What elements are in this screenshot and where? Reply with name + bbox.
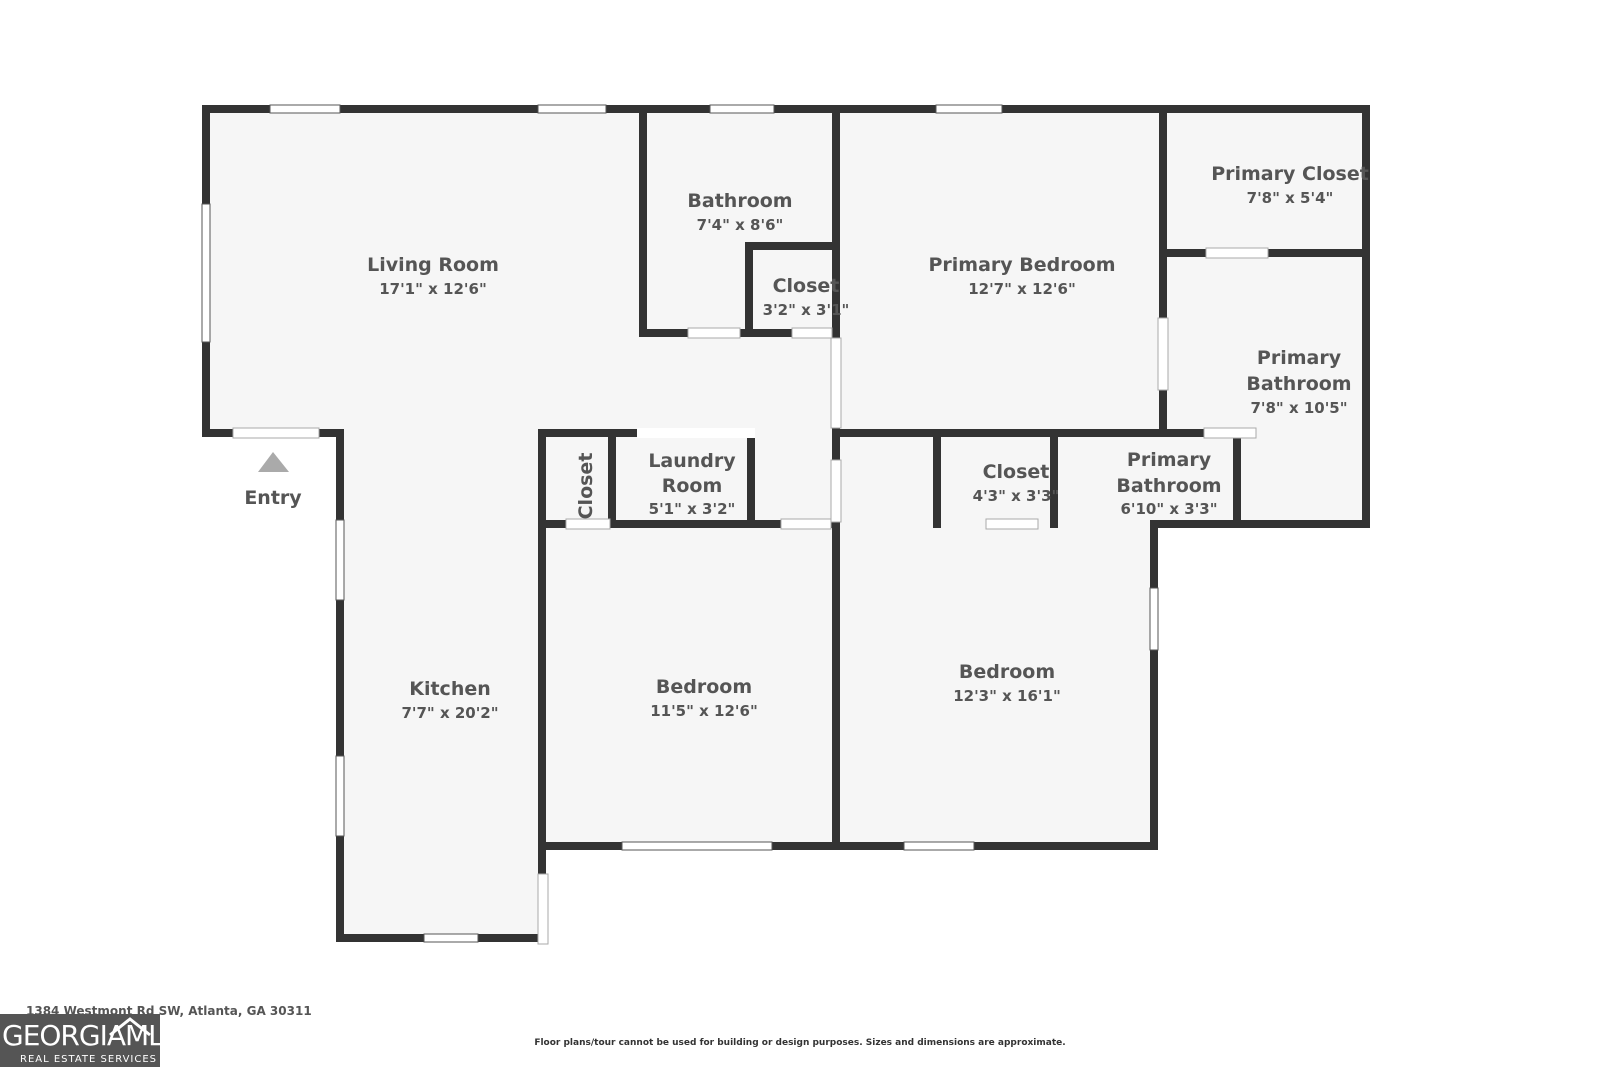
room-primary-bedroom: Primary Bedroom 12'7" x 12'6"	[928, 254, 1115, 298]
entry-arrow-icon	[258, 452, 289, 472]
room-name: Room	[662, 475, 723, 497]
room-name: Bedroom	[656, 676, 752, 698]
room-dimensions: 11'5" x 12'6"	[650, 702, 758, 720]
window	[709, 104, 775, 114]
room-primary-closet: Primary Closet 7'8" x 5'4"	[1211, 163, 1369, 207]
room-dimensions: 7'8" x 10'5"	[1250, 399, 1347, 417]
room-closet-bath: Closet 3'2" x 3'1"	[763, 275, 850, 319]
room-name: Bathroom	[1116, 475, 1221, 497]
room-bedroom-2: Bedroom 12'3" x 16'1"	[953, 661, 1061, 705]
doorway	[1158, 318, 1168, 390]
room-laundry: Laundry Room 5'1" x 3'2"	[648, 450, 736, 518]
room-name: Bathroom	[687, 190, 792, 212]
logo-subtitle: REAL ESTATE SERVICES	[20, 1054, 158, 1065]
room-dimensions: 12'3" x 16'1"	[953, 687, 1061, 705]
room-name: Bedroom	[959, 661, 1055, 683]
window	[335, 519, 345, 601]
doorway	[538, 874, 548, 944]
room-dimensions: 17'1" x 12'6"	[379, 280, 487, 298]
doorway	[688, 328, 740, 338]
room-name: Closet	[983, 461, 1050, 483]
window	[903, 841, 975, 851]
windows	[201, 104, 1159, 943]
room-dimensions: 6'10" x 3'3"	[1120, 500, 1217, 518]
window	[201, 203, 211, 343]
room-dimensions: 7'7" x 20'2"	[401, 704, 498, 722]
room-name: Primary	[1127, 449, 1212, 471]
doorway	[233, 428, 319, 438]
room-bathroom: Bathroom 7'4" x 8'6"	[687, 190, 792, 234]
window	[423, 933, 479, 943]
room-name: Living Room	[367, 254, 499, 276]
doorways	[233, 248, 1268, 944]
room-name: Closet	[575, 453, 597, 520]
disclaimer-text: Floor plans/tour cannot be used for buil…	[534, 1038, 1066, 1048]
window	[537, 104, 607, 114]
doorway	[1206, 248, 1268, 258]
room-name: Laundry	[648, 450, 736, 472]
window	[935, 104, 1003, 114]
room-dimensions: 7'8" x 5'4"	[1247, 189, 1334, 207]
room-kitchen: Kitchen 7'7" x 20'2"	[401, 678, 498, 722]
doorway	[986, 519, 1038, 529]
window	[269, 104, 341, 114]
doorway	[1204, 428, 1256, 438]
room-dimensions: 7'4" x 8'6"	[697, 216, 784, 234]
window	[1149, 587, 1159, 651]
georgiamls-logo: GEORGIAMLS REAL ESTATE SERVICES	[0, 1014, 181, 1067]
room-primary-bathroom-small: Primary Bathroom 6'10" x 3'3"	[1116, 449, 1221, 518]
window	[335, 755, 345, 837]
logo-name: GEORGIAMLS	[2, 1019, 181, 1052]
room-primary-bathroom-large: Primary Bathroom 7'8" x 10'5"	[1246, 347, 1351, 417]
room-name: Closet	[773, 275, 840, 297]
doorway	[637, 428, 755, 438]
window	[621, 841, 773, 851]
doorway	[566, 519, 610, 529]
room-name: Primary	[1257, 347, 1342, 369]
room-dimensions: 5'1" x 3'2"	[649, 500, 736, 518]
room-dimensions: 4'3" x 3'3"	[973, 487, 1060, 505]
doorway	[831, 338, 841, 428]
room-dimensions: 12'7" x 12'6"	[968, 280, 1076, 298]
room-name: Kitchen	[409, 678, 491, 700]
room-closet-middle: Closet 4'3" x 3'3"	[973, 461, 1060, 505]
room-name: Primary Closet	[1211, 163, 1369, 185]
doorway	[792, 328, 832, 338]
room-name: Bathroom	[1246, 373, 1351, 395]
room-name: Primary Bedroom	[928, 254, 1115, 276]
room-living-room: Living Room 17'1" x 12'6"	[367, 254, 499, 298]
doorway	[781, 519, 831, 529]
room-dimensions: 3'2" x 3'1"	[763, 301, 850, 319]
doorway	[831, 460, 841, 522]
house-roof-icon	[109, 1017, 151, 1037]
room-bedroom-1: Bedroom 11'5" x 12'6"	[650, 676, 758, 720]
entry-label: Entry	[244, 487, 302, 509]
room-closet-hall: Closet	[575, 453, 597, 520]
